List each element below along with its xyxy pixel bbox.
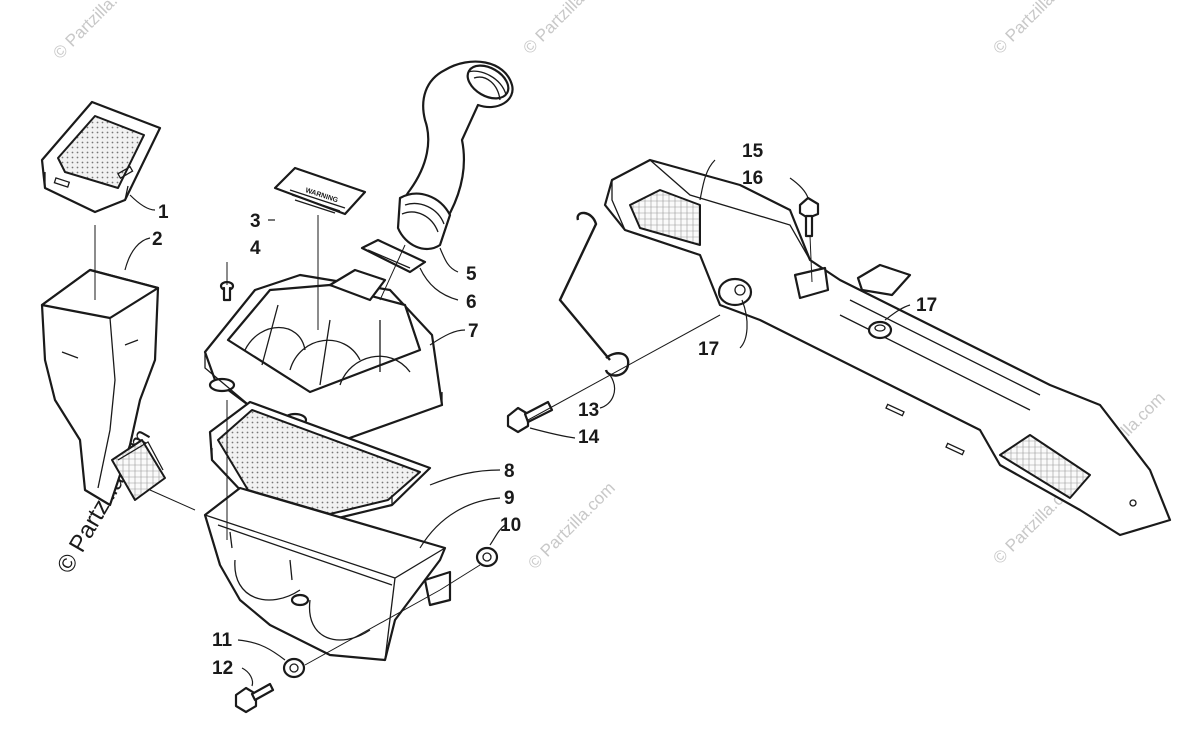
callout-9: 9 [504, 488, 515, 509]
callout-13: 13 [578, 400, 599, 421]
callouts: 1 2 3 4 5 6 7 8 9 10 11 12 13 14 15 16 1… [152, 141, 937, 679]
part-2-intake-duct [40, 268, 166, 507]
part-13-rod [558, 211, 630, 377]
callout-4: 4 [250, 238, 261, 259]
callout-10: 10 [500, 515, 521, 536]
part-1-intake-screen [40, 100, 162, 214]
part-5-intake-boot [396, 60, 514, 251]
callout-12: 12 [212, 658, 233, 679]
callout-5: 5 [466, 264, 477, 285]
callout-8: 8 [504, 461, 515, 482]
part-17-nut [867, 320, 893, 340]
part-15-intake-tray [603, 158, 1172, 537]
callout-15: 15 [742, 141, 764, 162]
part-9-airbox-base [203, 486, 452, 662]
callout-11: 11 [212, 630, 233, 651]
watermarks: © Partzilla.com © Partzilla.com © Partzi… [49, 0, 1168, 578]
watermark-top-right: © Partzilla.com [989, 0, 1083, 58]
callout-2: 2 [152, 229, 163, 250]
callout-16: 16 [742, 168, 763, 189]
part-8-foam-filter [208, 400, 432, 522]
part-11-grommet [282, 657, 306, 679]
part-4-screw [219, 280, 235, 302]
callout-6: 6 [466, 292, 477, 313]
part-12-bolt [234, 682, 275, 714]
watermark-top-left: © Partzilla.com [49, 0, 143, 63]
part-6-clamp-ring [360, 238, 427, 274]
part-14-bolt [506, 400, 554, 434]
callout-7: 7 [468, 321, 479, 342]
callout-17-right: 17 [916, 295, 937, 316]
callout-1: 1 [158, 202, 169, 223]
watermark-mid-center: © Partzilla.com [524, 478, 618, 572]
watermark-top-center: © Partzilla.com [519, 0, 613, 58]
callout-14: 14 [578, 427, 600, 448]
part-10-grommet [475, 546, 499, 568]
part-16-bolt [798, 196, 820, 238]
callout-3: 3 [250, 211, 261, 232]
part-3-warning-label: WARNING [273, 166, 367, 216]
callout-17-left: 17 [698, 339, 719, 360]
leader-lines [94, 159, 911, 687]
part-7-airbox-cover [203, 268, 444, 447]
